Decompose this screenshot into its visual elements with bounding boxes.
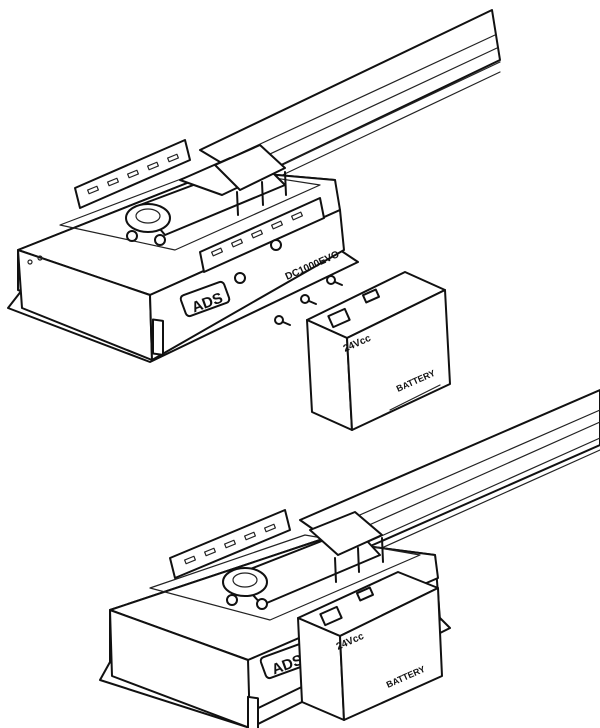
screw-icon bbox=[326, 275, 343, 286]
top-bracket-left bbox=[74, 139, 191, 209]
screw-icon bbox=[300, 294, 317, 305]
screw-icon bbox=[274, 315, 291, 326]
top-battery: 24Vcc BATTERY bbox=[306, 271, 451, 431]
bottom-illustration: ADS 24Vcc BATTERY bbox=[99, 389, 600, 728]
top-rail bbox=[199, 9, 501, 189]
bottom-bracket-left bbox=[169, 509, 291, 579]
top-rail-clamp bbox=[214, 144, 287, 216]
bottom-battery: 24Vcc BATTERY bbox=[297, 571, 443, 721]
top-housing-screw-2 bbox=[270, 239, 282, 251]
top-housing-screw bbox=[234, 272, 246, 284]
top-illustration: ADS DC1000EVO 24Vcc BATTERY bbox=[7, 9, 501, 431]
top-motor-housing bbox=[7, 167, 359, 363]
top-loose-screws bbox=[274, 275, 343, 326]
top-bracket-right bbox=[199, 197, 325, 273]
bottom-rail-clamp bbox=[309, 511, 384, 583]
